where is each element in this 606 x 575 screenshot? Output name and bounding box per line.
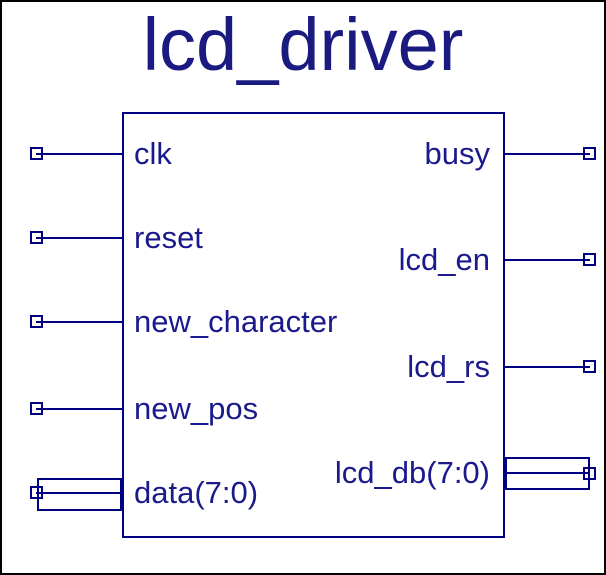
output-wire-busy	[505, 153, 590, 155]
output-label-lcd-en: lcd_en	[398, 241, 490, 277]
output-wire-lcd-rs	[505, 366, 590, 368]
input-pad-data[interactable]	[30, 486, 43, 499]
output-label-busy: busy	[424, 135, 490, 171]
input-bus-rect-data	[37, 478, 122, 511]
output-pad-lcd-en[interactable]	[583, 253, 596, 266]
input-label-data: data(7:0)	[134, 474, 259, 510]
output-wire-lcd-en	[505, 259, 590, 261]
input-wire-new-character	[36, 321, 122, 323]
output-pad-lcd-db[interactable]	[583, 467, 596, 480]
output-pad-busy[interactable]	[583, 147, 596, 160]
module-title: lcd_driver	[142, 3, 464, 86]
module-symbol-body[interactable]	[122, 112, 505, 538]
output-label-lcd-rs: lcd_rs	[407, 348, 490, 384]
input-wire-reset	[36, 237, 122, 239]
output-label-lcd-db: lcd_db(7:0)	[334, 454, 490, 490]
output-wire-lcd-db	[505, 472, 590, 474]
input-label-new-pos: new_pos	[134, 390, 259, 426]
input-label-clk: clk	[134, 135, 172, 171]
input-wire-data	[36, 492, 122, 494]
input-wire-clk	[36, 153, 122, 155]
input-label-reset: reset	[134, 219, 203, 255]
input-wire-new-pos	[36, 408, 122, 410]
input-label-new-character: new_character	[134, 303, 338, 339]
output-pad-lcd-rs[interactable]	[583, 360, 596, 373]
